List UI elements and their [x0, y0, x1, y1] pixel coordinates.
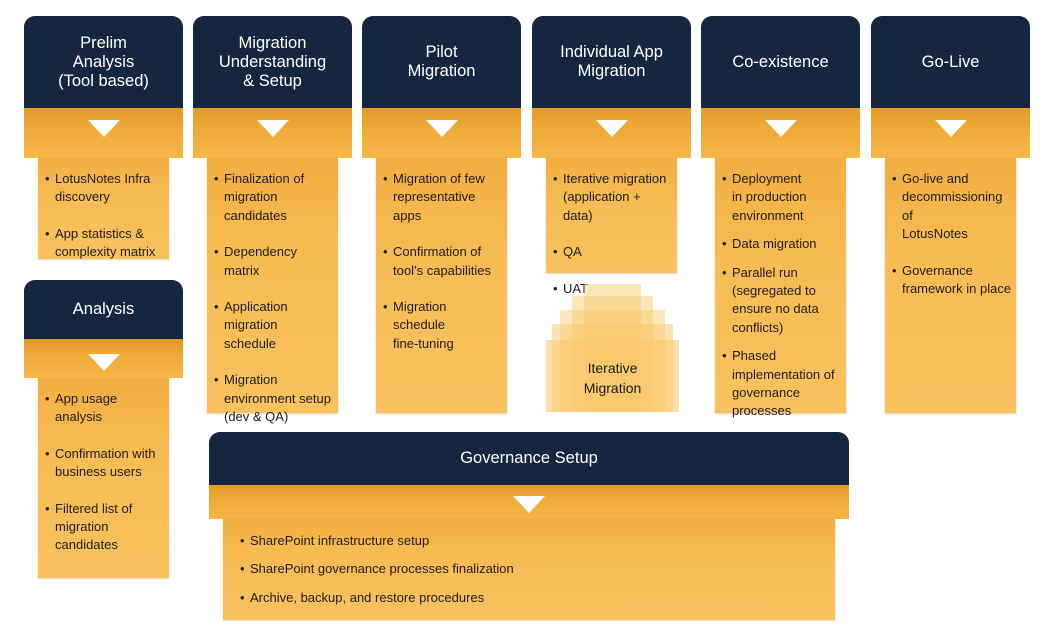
list-item: Parallel run (segregated to ensure no da…: [722, 264, 840, 338]
list-item: Finalization of migration candidates: [214, 170, 332, 225]
phase-body: Finalization of migration candidates Dep…: [207, 158, 338, 424]
phase-body: Migration of few representative apps Con…: [376, 158, 507, 413]
phase-title: Individual App Migration: [532, 16, 691, 108]
list-item: App usage analysis: [45, 390, 163, 427]
chevron-down-icon: [595, 120, 628, 137]
phase-card-pilot-migration: Pilot Migration Migration of few represe…: [362, 16, 521, 413]
phase-title: Prelim Analysis (Tool based): [24, 16, 183, 108]
chevron-down-icon: [513, 496, 545, 513]
stack-layer: [546, 340, 679, 412]
list-item: Data migration: [722, 235, 840, 254]
list-item: Governance framework in place: [892, 262, 1012, 299]
list-item: Dependency matrix: [214, 243, 332, 280]
list-item: App statistics & complexity matrix: [45, 225, 163, 262]
chevron-down-icon: [934, 120, 967, 137]
phase-body: Go-live and decommissioning of LotusNote…: [885, 158, 1016, 413]
iterative-migration-label: Iterative Migration: [583, 360, 642, 396]
chevron-down-icon: [87, 354, 120, 371]
chevron-down-icon: [87, 120, 120, 137]
phase-card-go-live: Go-Live Go-live and decommissioning of L…: [871, 16, 1030, 413]
phase-body: LotusNotes Infra discovery App statistic…: [38, 158, 169, 259]
phase-body: Iterative migration (application + data)…: [546, 158, 677, 298]
governance-card: Governance Setup SharePoint infrastructu…: [209, 432, 849, 620]
iterative-migration-stack: Iterative Migration: [546, 284, 679, 412]
phase-body: Deployment in production environment Dat…: [715, 158, 846, 418]
phase-card-individual-app-migration: Individual App Migration Iterative migra…: [532, 16, 691, 298]
list-item: Migration schedule fine-tuning: [383, 298, 501, 353]
list-item: Confirmation with business users: [45, 445, 163, 482]
analysis-body: App usage analysis Confirmation with bus…: [38, 378, 169, 578]
phase-card-co-existence: Co-existence Deployment in production en…: [701, 16, 860, 418]
phase-title: Co-existence: [701, 16, 860, 108]
governance-title: Governance Setup: [209, 432, 849, 485]
phase-card-migration-understanding: Migration Understanding & Setup Finaliza…: [193, 16, 352, 424]
analysis-card: Analysis App usage analysis Confirmation…: [24, 280, 183, 578]
list-item: QA: [553, 243, 673, 262]
list-item: Iterative migration (application + data): [553, 170, 673, 225]
list-item: Migration environment setup (dev & QA): [214, 371, 332, 426]
list-item: Phased implementation of governance proc…: [722, 347, 840, 421]
governance-body: SharePoint infrastructure setup SharePoi…: [223, 519, 835, 620]
list-item: Deployment in production environment: [722, 170, 840, 225]
list-item: LotusNotes Infra discovery: [45, 170, 163, 207]
list-item: SharePoint infrastructure setup: [240, 532, 825, 551]
chevron-down-icon: [256, 120, 289, 137]
phase-title: Migration Understanding & Setup: [193, 16, 352, 108]
phase-title: Pilot Migration: [362, 16, 521, 108]
list-item: Migration of few representative apps: [383, 170, 501, 225]
list-item: Confirmation of tool’s capabilities: [383, 243, 501, 280]
list-item: Go-live and decommissioning of LotusNote…: [892, 170, 1012, 244]
list-item: SharePoint governance processes finaliza…: [240, 560, 825, 579]
phase-title: Go-Live: [871, 16, 1030, 108]
chevron-down-icon: [764, 120, 797, 137]
list-item: Application migration schedule: [214, 298, 332, 353]
phase-card-prelim-analysis: Prelim Analysis (Tool based) LotusNotes …: [24, 16, 183, 259]
list-item: Archive, backup, and restore procedures: [240, 589, 825, 608]
list-item: Filtered list of migration candidates: [45, 500, 163, 555]
list-item: UAT: [553, 280, 673, 299]
chevron-down-icon: [425, 120, 458, 137]
analysis-title: Analysis: [24, 280, 183, 339]
